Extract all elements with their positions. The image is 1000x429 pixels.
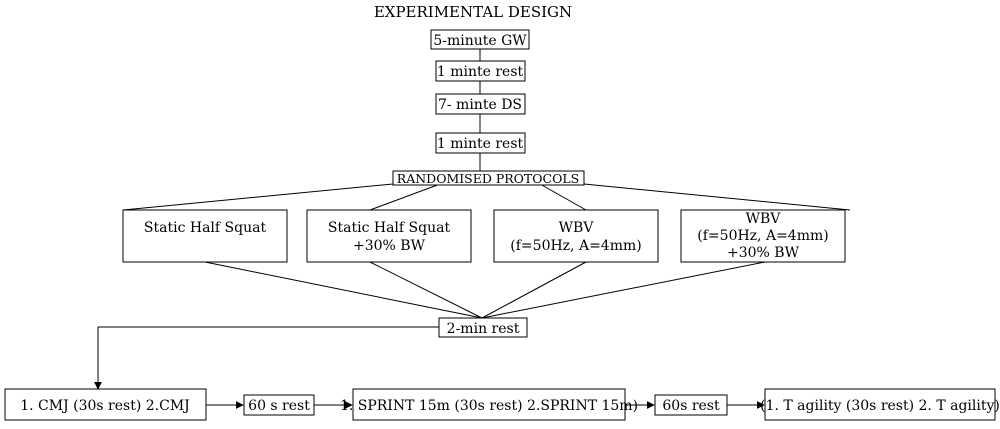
fan-out-protocol-4: [583, 183, 851, 211]
converge-protocol-2: [369, 261, 483, 319]
converge-protocol-4: [481, 261, 766, 319]
rest2-box: 1 minte rest: [435, 132, 526, 154]
randomised-protocols-box: RANDOMISED PROTOCOLS: [392, 170, 585, 186]
rest2-label: 1 minte rest: [437, 136, 524, 152]
sprint-label: 1. SPRINT 15m (30s rest) 2.SPRINT 15m): [340, 398, 638, 414]
agility-box: (1. T agility (30s rest) 2. T agility): [760, 388, 1000, 421]
diagram-title: EXPERIMENTAL DESIGN: [374, 3, 572, 21]
rest60b-label: 60s rest: [662, 398, 720, 414]
sprint-box: 1. SPRINT 15m (30s rest) 2.SPRINT 15m): [340, 388, 638, 421]
ds-box: 7- minte DS: [435, 93, 526, 115]
fan-out-protocol-1: [122, 183, 394, 211]
gw-box: 5-minute GW: [430, 29, 530, 50]
agility-label: (1. T agility (30s rest) 2. T agility): [760, 398, 1000, 414]
protocol-1-line-1: Static Half Squat: [144, 220, 267, 236]
rest1-box: 1 minte rest: [435, 60, 526, 82]
protocol-box-3: WBV (f=50Hz, A=4mm): [493, 209, 659, 263]
connector-rest-to-cmj: [94, 326, 439, 390]
protocol-3-line-1: WBV: [559, 220, 595, 236]
rest60b-box: 60s rest: [654, 394, 728, 416]
protocol-3-line-2: (f=50Hz, A=4mm): [510, 238, 641, 254]
protocol-box-1: Static Half Squat: [122, 209, 288, 263]
cmj-box: 1. CMJ (30s rest) 2.CMJ: [4, 388, 207, 421]
randomised-protocols-label: RANDOMISED PROTOCOLS: [397, 171, 579, 186]
protocol-2-line-2: +30% BW: [353, 238, 426, 254]
protocol-box-4: WBV (f=50Hz, A=4mm) +30% BW: [680, 209, 846, 263]
protocol-4-line-3: +30% BW: [727, 245, 800, 261]
cmj-label: 1. CMJ (30s rest) 2.CMJ: [20, 398, 190, 414]
rest60a-label: 60 s rest: [248, 398, 310, 414]
rest60a-box: 60 s rest: [243, 394, 315, 416]
converge-protocol-1: [204, 261, 483, 319]
protocol-2-line-1: Static Half Squat: [328, 220, 451, 236]
gw-label: 5-minute GW: [433, 33, 527, 49]
rest1-label: 1 minte rest: [437, 64, 524, 80]
ds-label: 7- minte DS: [438, 97, 522, 113]
protocol-box-2: Static Half Squat +30% BW: [306, 209, 472, 263]
fan-out-protocol-3: [539, 183, 587, 211]
two-min-rest-box: 2-min rest: [438, 317, 528, 338]
two-min-rest-label: 2-min rest: [447, 321, 520, 337]
converge-protocol-3: [481, 261, 587, 319]
fan-out-protocol-2: [369, 183, 441, 211]
protocol-4-line-1: WBV: [746, 211, 782, 227]
protocol-4-line-2: (f=50Hz, A=4mm): [697, 228, 828, 244]
